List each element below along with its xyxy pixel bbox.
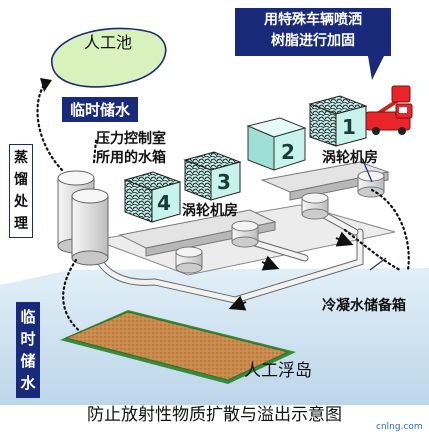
pressure-room-line1: 压力控制室: [96, 131, 166, 147]
condenser-tank-label: 冷凝水储备箱: [322, 298, 406, 314]
special-vehicle-callout: 用特殊车辆喷洒 树脂进行加固: [235, 8, 391, 56]
artificial-pond-shape: [51, 27, 167, 88]
temp-storage-char: 时: [20, 330, 36, 348]
temp-storage-char: 水: [20, 374, 36, 392]
distill-char: 馏: [14, 172, 28, 188]
floating-island-label: 人工浮岛: [244, 361, 312, 381]
flow-arrows: [228, 231, 354, 311]
distill-treatment-label: 蒸 馏 处 理: [9, 144, 33, 238]
artificial-pond-label: 人工池: [84, 33, 133, 52]
dotted-arrow-pond: [40, 78, 52, 92]
reactor-3: [183, 151, 242, 201]
reactor-1-number: 1: [342, 115, 356, 139]
reactor-4-number: 4: [157, 191, 171, 215]
small-tank-1: [175, 246, 203, 274]
small-tank-4: [357, 170, 385, 198]
small-tank-2: [231, 220, 259, 248]
distill-char: 理: [14, 216, 28, 232]
special-vehicle-line2: 树脂进行加固: [271, 33, 355, 49]
special-vehicle-line1: 用特殊车辆喷洒: [264, 12, 362, 28]
pointer-lines: [361, 157, 387, 271]
artificial-floating-island: [60, 310, 296, 384]
turbine-room-right-label: 涡轮机房: [322, 150, 378, 166]
reactor-2-number: 2: [281, 140, 295, 164]
reactor-4: [123, 171, 182, 223]
callout-arrow-icon: [368, 56, 384, 80]
distill-char: 处: [14, 194, 28, 210]
temp-storage-top-label: 临时储水: [62, 97, 139, 122]
turbine-room-left-label: 涡轮机房: [182, 203, 238, 219]
fire-truck-icon: [365, 85, 413, 135]
watermark: cnlng.com: [376, 422, 423, 432]
distill-char: 蒸: [14, 150, 28, 166]
diagram-caption: 防止放射性物质扩散与溢出示意图: [87, 405, 342, 425]
reactor-3-number: 3: [217, 170, 231, 194]
temp-storage-char: 临: [20, 308, 36, 326]
small-tank-3: [301, 192, 329, 220]
reactor-2: [246, 117, 307, 171]
pressure-room-line2: 所用的水箱: [96, 150, 166, 166]
pressure-room-label: 压力控制室 所用的水箱: [96, 130, 166, 168]
temp-storage-left-label: 临 时 储 水: [16, 302, 40, 398]
reactor-1: [308, 95, 368, 147]
storage-tank-right: [71, 188, 109, 266]
temp-storage-char: 储: [20, 352, 36, 370]
